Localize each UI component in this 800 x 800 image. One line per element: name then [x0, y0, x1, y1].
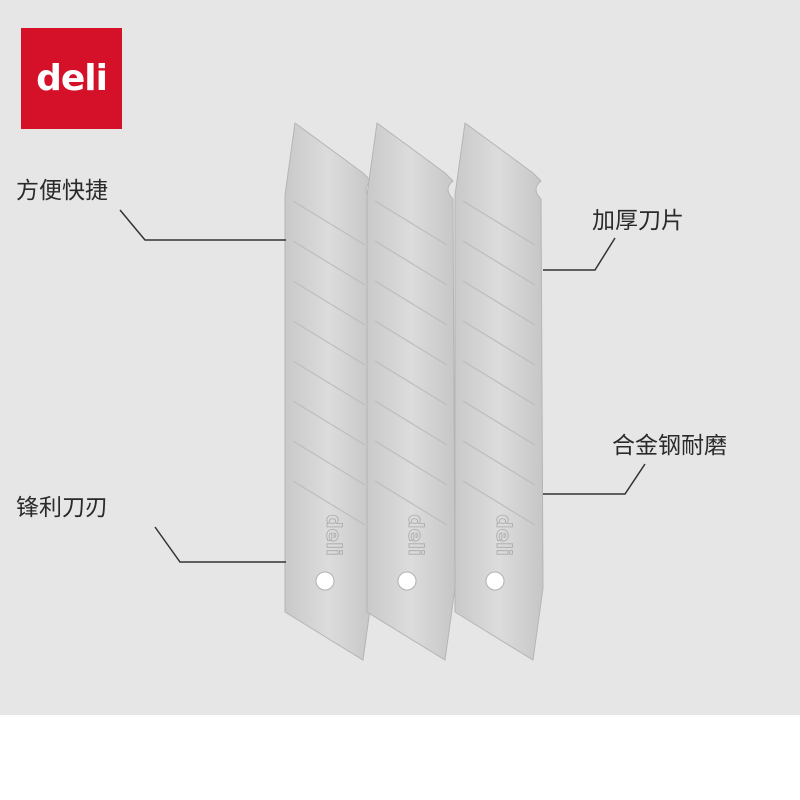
- blade-score-line: [374, 200, 448, 246]
- blade-engraving: deli: [404, 514, 428, 556]
- blade-engraving: deli: [492, 514, 516, 556]
- blade-score-line: [292, 360, 366, 406]
- blade-score-line: [374, 480, 448, 526]
- blade-hole: [315, 571, 335, 591]
- callout-line-alloy-steel: [543, 463, 646, 495]
- blade-score-line: [462, 240, 536, 286]
- blade-hole: [485, 571, 505, 591]
- blade-score-line: [462, 480, 536, 526]
- blade-score-line: [292, 200, 366, 246]
- blade-score-line: [374, 440, 448, 486]
- callout-convenient: 方便快捷: [16, 178, 108, 204]
- blade: deli: [454, 122, 544, 661]
- blade: deli: [284, 122, 374, 661]
- callout-line-thick-blade: [543, 237, 616, 271]
- blade-score-line: [292, 320, 366, 366]
- blade-score-line: [374, 400, 448, 446]
- callout-line-sharp-edge: [154, 526, 286, 563]
- callout-sharp-edge: 锋利刀刃: [16, 495, 108, 521]
- blade-score-line: [374, 320, 448, 366]
- logo-text: deli: [36, 57, 108, 99]
- blade-score-line: [374, 280, 448, 326]
- blade-score-line: [462, 320, 536, 366]
- blade-engraving: deli: [322, 514, 346, 556]
- blade: deli: [366, 122, 456, 661]
- blade-score-line: [374, 240, 448, 286]
- blades-illustration: deli deli deli: [119, 122, 646, 661]
- blade-score-line: [292, 280, 366, 326]
- blade-score-line: [462, 280, 536, 326]
- callout-line-convenient: [119, 209, 286, 241]
- blade-score-line: [292, 440, 366, 486]
- blade-score-line: [462, 400, 536, 446]
- blade-score-line: [462, 360, 536, 406]
- blade-score-line: [292, 400, 366, 446]
- callout-alloy-steel: 合金钢耐磨: [612, 433, 727, 459]
- blade-body: [454, 122, 544, 661]
- blade-score-line: [292, 480, 366, 526]
- blade-score-line: [462, 440, 536, 486]
- callout-thick-blade: 加厚刀片: [592, 208, 684, 234]
- blade-score-line: [462, 200, 536, 246]
- blade-score-line: [374, 360, 448, 406]
- deli-logo: deli: [21, 28, 122, 129]
- blade-body: [366, 122, 456, 661]
- blade-hole: [397, 571, 417, 591]
- blade-score-line: [292, 240, 366, 286]
